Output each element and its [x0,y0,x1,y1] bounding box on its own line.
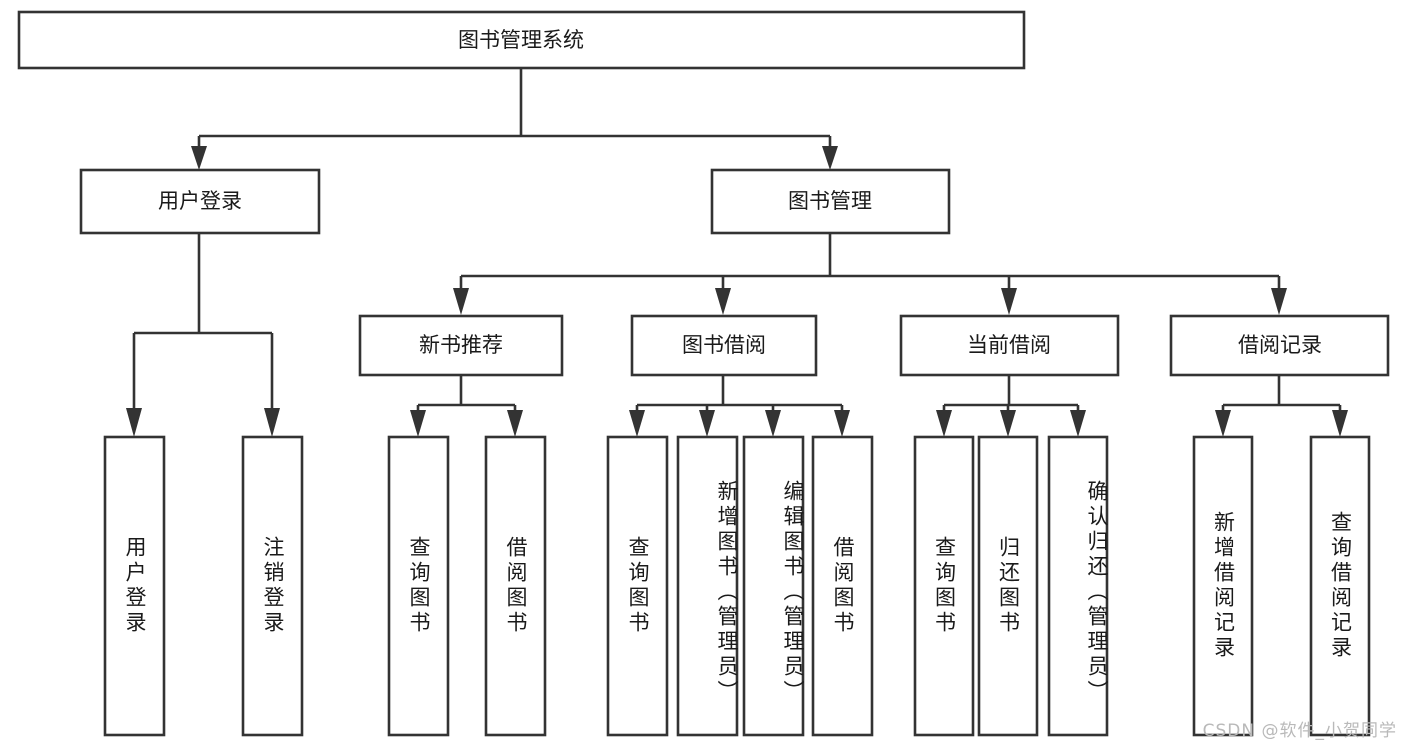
arrow-head-bb-edit [765,410,781,437]
node-leaf-bb-borrow-book[interactable] [811,435,874,737]
node-leaf-user-logout[interactable] [241,435,304,737]
node-new-book-recommend-label: 新书推荐 [419,333,503,357]
arrow-head-currentborrow [1001,288,1017,315]
arrow-head-leaf-user-logout [264,408,280,437]
node-leaf-bb-query-book[interactable] [606,435,669,737]
node-current-borrow[interactable] [899,314,1120,377]
node-leaf-user-login[interactable] [103,435,166,737]
node-leaf-br-query-record[interactable] [1309,435,1371,737]
arrow-head-newbook-borrow [507,410,523,437]
node-book-borrow-label: 图书借阅 [682,333,766,357]
connector-group-root [191,68,838,170]
node-leaf-br-add-record[interactable] [1192,435,1254,737]
node-root-label: 图书管理系统 [458,28,584,52]
arrow-head-leaf-user-login [126,408,142,437]
node-user-login[interactable] [79,168,321,235]
arrow-head-bookborrow [715,288,731,315]
arrow-head-bb-query [629,410,645,437]
node-leaf-cb-query-book[interactable] [913,435,975,737]
node-current-borrow-label: 当前借阅 [967,333,1051,357]
arrow-head-userlogin [191,146,207,170]
arrow-head-bookmgmt [822,146,838,170]
connector-group-borrowrecord [1215,375,1348,437]
node-new-book-recommend[interactable] [358,314,564,377]
node-borrow-record[interactable] [1169,314,1390,377]
node-user-login-label: 用户登录 [158,189,242,213]
arrow-head-bb-add [699,410,715,437]
arrow-head-bb-borrow [834,410,850,437]
connector-group-bookborrow [629,375,850,437]
node-leaf-nb-query-book[interactable] [387,435,450,737]
node-leaf-bb-edit-book[interactable] [742,435,805,737]
node-book-borrow[interactable] [630,314,818,377]
arrow-head-newbook [453,288,469,315]
node-root[interactable] [17,10,1026,70]
connector-group-userlogin [126,233,280,437]
node-book-management-label: 图书管理 [788,189,872,213]
node-leaf-cb-return-book[interactable] [977,435,1039,737]
arrow-head-cb-query [936,410,952,437]
arrow-head-br-add [1215,410,1231,437]
arrow-head-br-query [1332,410,1348,437]
arrow-head-cb-confirm [1070,410,1086,437]
node-leaf-nb-borrow-book[interactable] [484,435,547,737]
node-leaf-cb-confirm-return[interactable] [1047,435,1109,737]
arrow-head-borrowrecord [1271,288,1287,315]
connector-group-newbook [410,375,523,437]
node-borrow-record-label: 借阅记录 [1238,333,1322,357]
arrow-head-cb-return [1000,410,1016,437]
node-leaf-bb-add-book[interactable] [676,435,739,737]
node-book-management[interactable] [710,168,951,235]
connector-group-currentborrow [936,375,1086,437]
csdn-watermark: CSDN @软件_小贺同学 [1202,721,1397,741]
arrow-head-newbook-query [410,410,426,437]
connector-group-bookmgmt [453,233,1287,315]
